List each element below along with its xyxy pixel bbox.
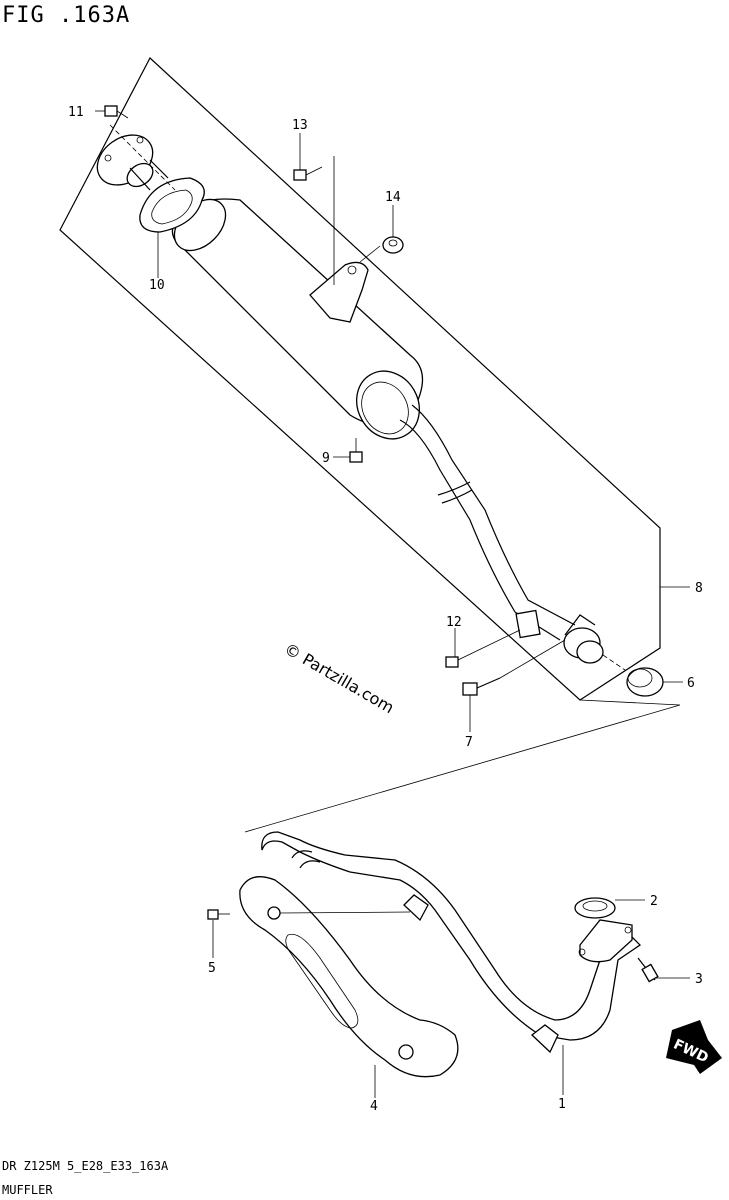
callout-13: 13 xyxy=(292,118,308,133)
callout-8: 8 xyxy=(695,581,703,596)
stud-3-icon xyxy=(637,957,659,983)
callout-12: 12 xyxy=(446,615,462,630)
callout-14: 14 xyxy=(385,190,401,205)
figure-title: FIG .163A xyxy=(2,3,130,28)
footer-code: DR Z125M 5_E28_E33_163A xyxy=(2,1159,169,1173)
gasket-2-icon xyxy=(574,897,616,919)
bolt-7-icon xyxy=(462,639,566,696)
leader-11-dash xyxy=(109,124,176,191)
muffler-body xyxy=(171,198,424,440)
pipe-joint-clamp xyxy=(515,609,604,664)
callout-1: 1 xyxy=(558,1097,566,1112)
callout-3: 3 xyxy=(695,972,703,987)
muffler-tail-pipe xyxy=(399,404,576,641)
bolt-13-icon xyxy=(293,166,323,181)
callout-4: 4 xyxy=(370,1099,378,1114)
seal-6-icon xyxy=(626,667,664,697)
callout-10: 10 xyxy=(149,278,165,293)
pipe-lower-tab xyxy=(530,1024,559,1054)
assembly-connector-line xyxy=(244,699,681,833)
pipe-bracket-tab xyxy=(403,894,429,922)
muffler-bracket xyxy=(309,261,369,323)
callout-2: 2 xyxy=(650,894,658,909)
callout-11: 11 xyxy=(68,105,84,120)
callout-6: 6 xyxy=(687,676,695,691)
callout-5: 5 xyxy=(208,961,216,976)
leader-5-line xyxy=(279,911,411,914)
grommet-14-icon xyxy=(382,236,404,254)
exhaust-flange xyxy=(578,919,633,963)
gasket xyxy=(139,177,205,233)
callout-7: 7 xyxy=(465,735,473,750)
bolt-9-icon xyxy=(349,438,363,463)
muffler-assembly-outline xyxy=(59,57,661,701)
exhaust-pipe xyxy=(261,831,642,1041)
fwd-arrow-icon: FWD xyxy=(666,1020,722,1074)
inlet-flange xyxy=(96,134,169,191)
leader-6-dash xyxy=(602,654,626,671)
bolt-5-icon xyxy=(207,909,230,920)
leader-14-line xyxy=(359,245,381,263)
watermark: © Partzilla.com xyxy=(281,639,397,717)
bolt-12-icon xyxy=(445,629,521,668)
callout-9: 9 xyxy=(322,451,330,466)
footer-name: MUFFLER xyxy=(2,1183,53,1197)
